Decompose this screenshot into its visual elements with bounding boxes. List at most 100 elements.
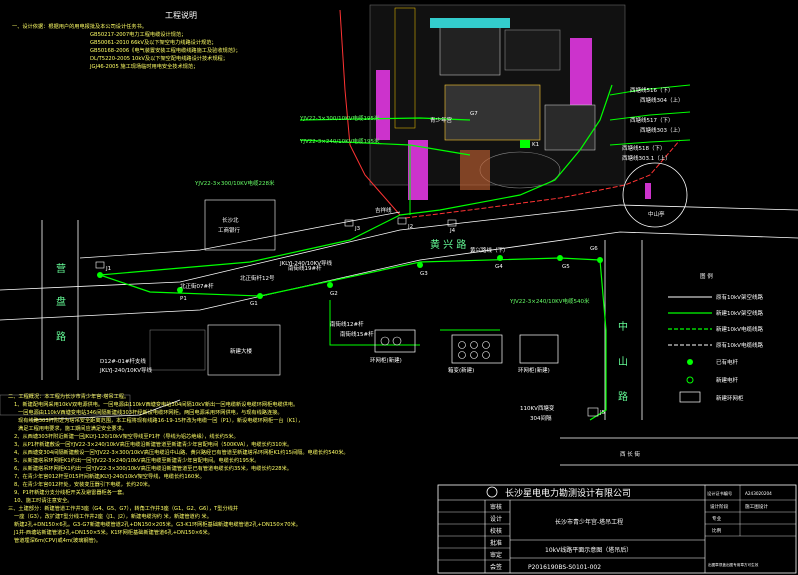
cable-label: JKLYJ-240/10KV导线 — [99, 366, 153, 374]
cable-label: 黄兴路线（下） — [470, 246, 509, 254]
title-field-label: 比例 — [712, 527, 722, 534]
equipment-symbol — [482, 351, 490, 359]
cable-label: JKLYJ-240/10KV导线 — [279, 259, 333, 267]
well-label: G4 — [495, 264, 503, 270]
new-cable-line — [299, 117, 471, 121]
equipment-box — [451, 334, 503, 364]
equipment-box — [374, 329, 416, 353]
note-line: 9、P1杆新建分支分线柜开关及避雷器柜各一套。 — [14, 488, 127, 496]
building-outline — [504, 29, 561, 71]
old-overhead-line — [79, 211, 401, 259]
note-line: 2、从西塘303杆附近新建一回JKLYJ-120/10kV架空导线至P1杆（导线… — [14, 432, 239, 440]
note-line: 10、施工时请注意安全。 — [14, 496, 72, 504]
legend-item: 原有10kV架空线路 — [716, 293, 763, 301]
building-outline — [207, 324, 281, 376]
cable-label: YJV22-3×240/10KV电缆195米 — [299, 137, 380, 145]
title-field-label: 校核 — [490, 527, 502, 535]
well-marker — [95, 261, 105, 269]
pavilion-marker — [645, 183, 651, 199]
road-huangxing: 黄 兴 路 — [430, 238, 466, 251]
notes-bottom: 二、工程概况：本工程为长沙市青少年宫-塔吊工程。 1、新建配电网采用10kV双电… — [8, 392, 349, 544]
pole-marker — [497, 255, 503, 261]
note-line: 7、在青少年宫012杆至015杆间新建JKLYJ-240/10kV架空导线，电缆… — [14, 472, 205, 480]
note-line: 一座（G3），改扩建T型分线工作井2座（J1、J2），新建电缆沟约 米，新建管道… — [14, 512, 212, 520]
cable-label: D12#-01#杆支线 — [100, 357, 146, 365]
note-line: GB50168-2006《电气装置安装工程电缆线路施工及验收规范》； — [90, 46, 241, 54]
road-zhongshan-3: 路 — [618, 390, 628, 403]
legend-item: 新建10kV架空线路 — [716, 309, 763, 317]
equipment-label: 环网柜(新建) — [370, 356, 402, 364]
well-marker — [587, 407, 599, 417]
well-marker — [397, 217, 407, 225]
well-marker — [344, 219, 354, 227]
note-line: 8、在青少年宫012杆处，安装变压器引下电缆，长约20米。 — [14, 480, 153, 488]
note-line: 新建2孔+DN150×6孔。G3-G7新建电缆管道2孔+DN150×205米。G… — [14, 520, 301, 528]
project-name: 长沙市青少年宫-塔吊工程 — [555, 518, 623, 526]
note-line: 管道埋深6m(CPV)或4m(玻璃钢管)。 — [14, 536, 101, 544]
pole-marker — [597, 257, 603, 263]
pole-marker — [327, 282, 333, 288]
note-line: 1、新建配电网采用10kV双电源供电。一回电源由110kV西塘变电站304间隔1… — [14, 400, 298, 408]
title-block: 长沙星电电力勘测设计有限公司 长沙市青少年宫-塔吊工程 10kV线路平面示意图（… — [437, 484, 797, 574]
title-field-value: 施工图设计 — [745, 503, 768, 510]
road-xichang: 西 长 街 — [620, 450, 640, 458]
well-label: P1 — [180, 296, 187, 302]
note-line: 5、从新建塔吊环网柜K1约出一回YJV22-3×240/10kV高压电缆至新建青… — [14, 456, 259, 464]
road-edge — [0, 231, 798, 321]
note-line: 一、设计依据：根据用户的用电报批及本公司设计任务书。 — [12, 22, 147, 30]
cable-label: 南街线12#杆 — [330, 320, 364, 328]
legend-swatch — [687, 359, 693, 365]
note-line: 6、从新建塔吊环网柜K1约出一回YJV22-3×300/10kV高压电缆沿新建管… — [14, 464, 292, 472]
new-cable-line — [609, 139, 691, 146]
legend-swatch — [679, 391, 701, 403]
cable-label: 西塘线303（上） — [640, 126, 684, 134]
pole-marker — [97, 272, 103, 278]
building-outline — [439, 19, 501, 76]
title-block-frame — [437, 484, 797, 574]
equipment-label: 环网柜(新建) — [518, 366, 550, 374]
equipment-symbol — [392, 336, 402, 346]
legend: 图 例 原有10kV架空线路 新建10kV架空线路 新建10kV电缆线路 原有1… — [668, 272, 763, 403]
pole-marker — [177, 287, 183, 293]
cable-label: 西塘线303.1（上） — [622, 154, 671, 162]
well-label: J2 — [407, 224, 413, 230]
title-field-label: 设计阶段 — [710, 503, 729, 510]
stadium-area — [444, 84, 541, 141]
building-outline — [544, 104, 596, 151]
well-label: G3 — [420, 271, 428, 277]
pole-marker — [257, 293, 263, 299]
site-plan: 中山亭 黄 兴 路 营 盘 路 中 山 路 西 长 街 长沙北 工商银行 新建大… — [0, 4, 798, 466]
substation-label-1: 110KV西塘变 — [520, 404, 555, 412]
new-cable-line — [99, 214, 401, 276]
zhongshan-pavilion-label: 中山亭 — [648, 210, 665, 218]
company-name: 长沙星电电力勘测设计有限公司 — [505, 487, 631, 499]
title-field-label: 设计 — [490, 515, 502, 523]
building-outline — [0, 394, 131, 416]
note-line: 一回电源由110kV西塘变电站346间隔新建线303杆经新设电缆环网柜。两回电源… — [18, 408, 283, 416]
cable-label: YJV22-3×240/10KV电缆540米 — [509, 297, 590, 305]
pole-marker — [557, 255, 563, 261]
equipment-symbol — [458, 341, 466, 349]
orange-area — [460, 150, 490, 190]
ring-main-unit — [520, 140, 530, 148]
note-line: DL/T5220-2005 10kV及以下架空配电线路设计技术规程； — [90, 54, 228, 62]
new-cable-line — [609, 111, 691, 121]
red-boundary — [404, 139, 681, 219]
note-line: GB50061-2010 66kV及以下架空电力线路设计规范； — [90, 38, 217, 46]
stamp-note: 出图章须盖出图专用章方可生效 — [708, 562, 759, 567]
cable-label: 北正街07#杆 — [180, 282, 214, 290]
note-line: 二、工程概况：本工程为长沙市青少年宫-塔吊工程。 — [8, 392, 129, 400]
notes-title: 工程说明 — [165, 10, 197, 20]
cable-label: YJV22-3×300/10KV电缆195米 — [299, 114, 380, 122]
building-outline — [149, 329, 206, 371]
cable-label: 西塘线517（下） — [630, 116, 674, 124]
legend-item: 原有10kV电缆线路 — [716, 341, 763, 349]
company-logo-icon — [486, 486, 498, 498]
legend-item: 新建环网柜 — [716, 394, 744, 402]
well-label: J3 — [354, 226, 361, 232]
new-cable-line — [399, 84, 613, 216]
notes-top: 一、设计依据：根据用户的用电报批及本公司设计任务书。 GB50217-2007电… — [12, 22, 241, 70]
wells: J1 J2 J3 J4 J5 K1 P1 G1 G2 G3 G4 G5 G6 G… — [95, 111, 606, 417]
legend-item: 新建电杆 — [716, 376, 739, 384]
building-outline — [204, 199, 276, 251]
